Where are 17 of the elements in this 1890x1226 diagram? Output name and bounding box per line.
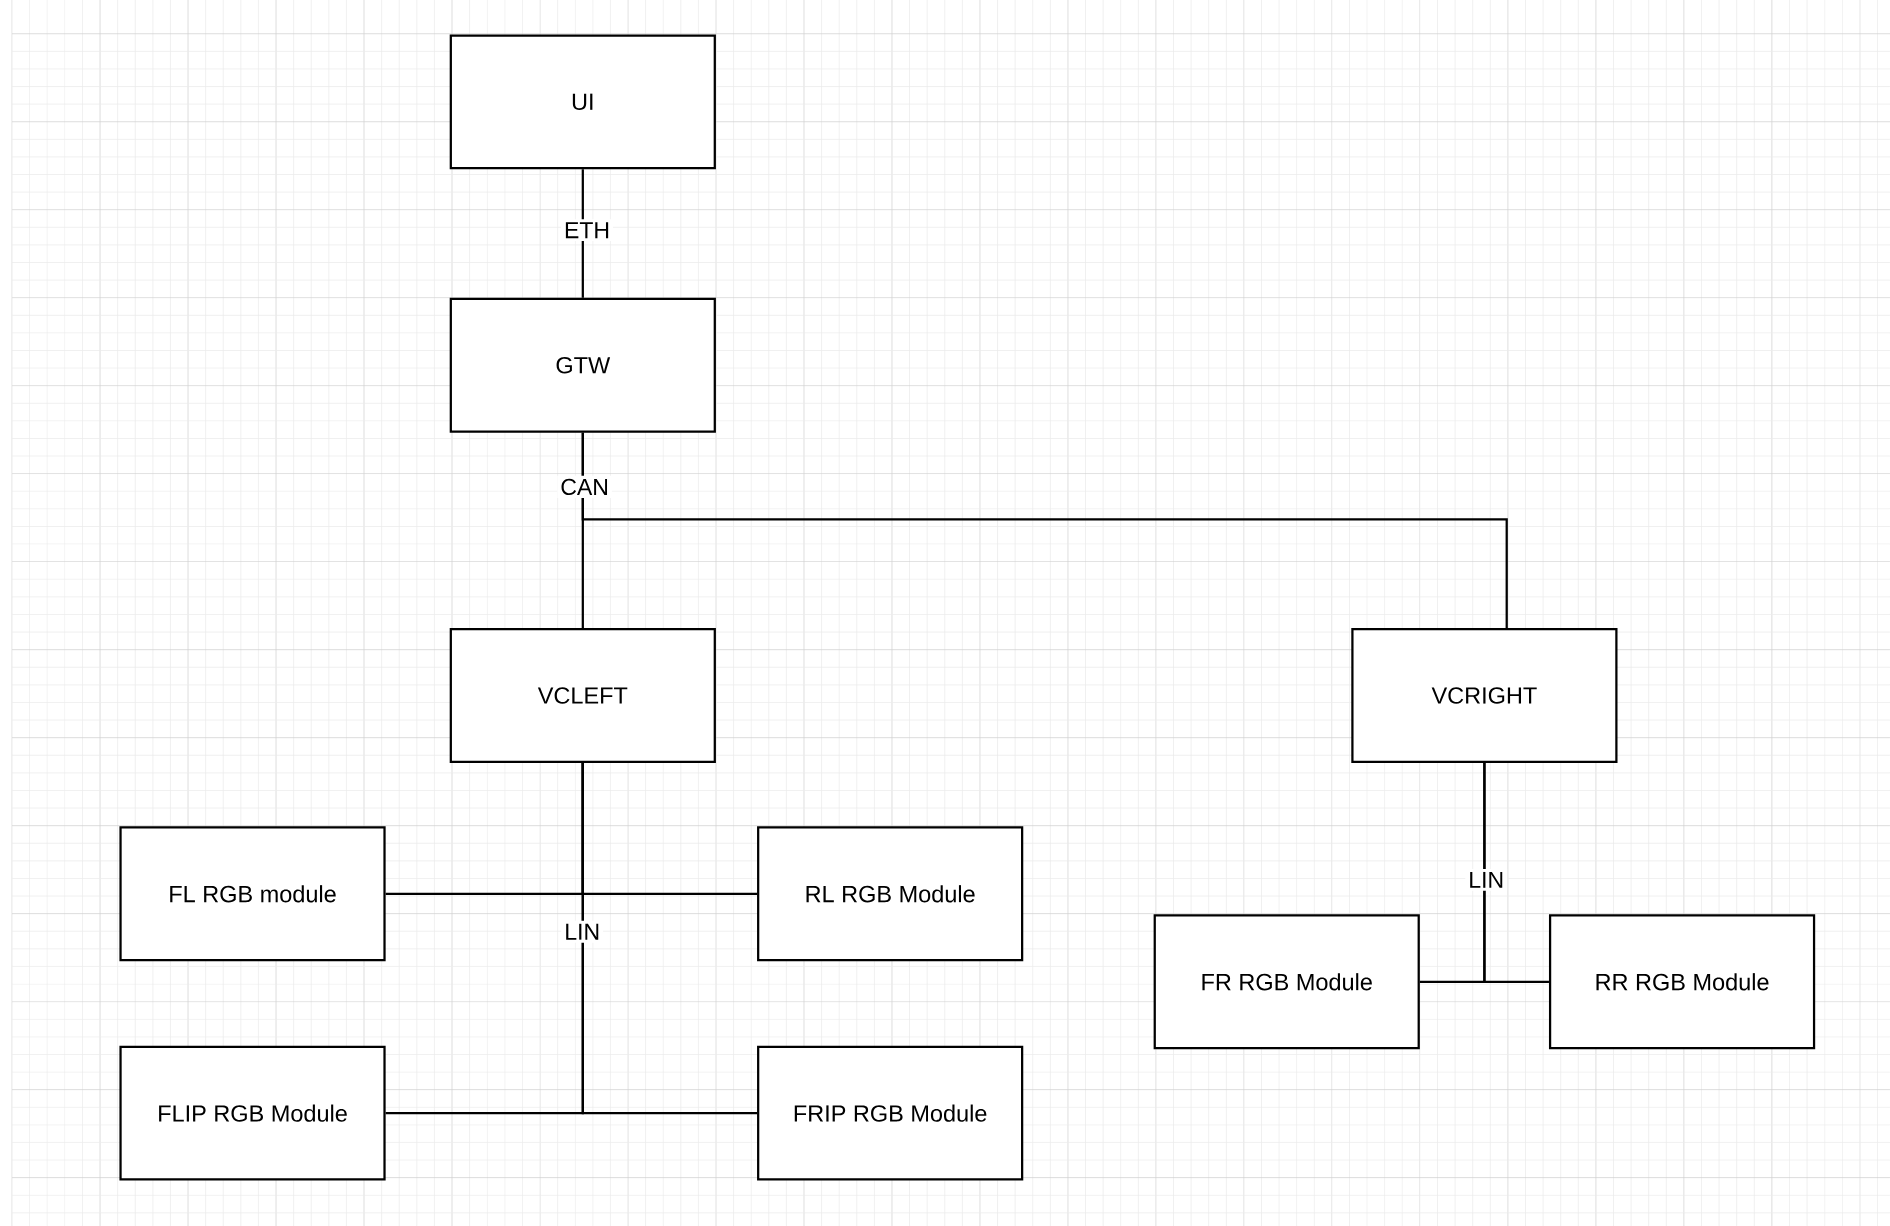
- edge-label: ETH: [561, 219, 613, 242]
- process-box: FR RGB Module: [1153, 914, 1420, 1050]
- process-box: RL RGB Module: [757, 826, 1024, 962]
- process-box: RR RGB Module: [1548, 914, 1816, 1050]
- process-box: FLIP RGB Module: [119, 1045, 386, 1181]
- process-box: FRIP RGB Module: [757, 1045, 1024, 1181]
- process-box: FL RGB module: [119, 826, 386, 962]
- process-box: GTW: [449, 297, 716, 433]
- process-box: UI: [449, 34, 716, 170]
- edge-label: LIN: [1465, 868, 1508, 891]
- connector-line: [581, 762, 758, 1115]
- process-box: VCLEFT: [449, 628, 716, 763]
- connector-line: [1483, 762, 1549, 983]
- edge-label: LIN: [561, 920, 604, 943]
- edge-label: CAN: [557, 475, 612, 499]
- connector-line: [581, 432, 1508, 629]
- process-box: VCRIGHT: [1351, 628, 1618, 763]
